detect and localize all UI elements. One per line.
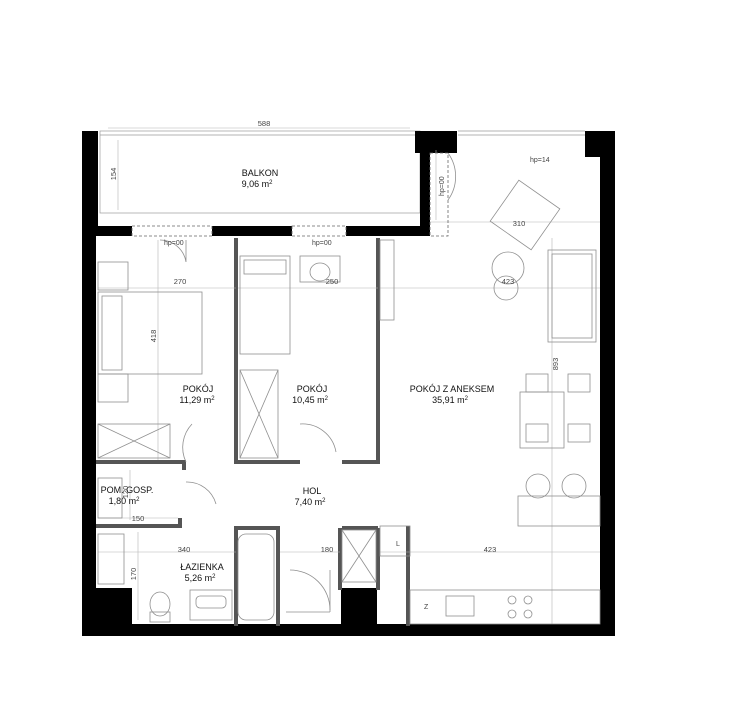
threshold-labels: hp=14 hp=00 hp=00 hp=00 (164, 157, 550, 247)
room-name: POM. GOSP. (101, 485, 154, 495)
room-area: 9,06 m2 (242, 179, 274, 189)
interior-walls (96, 238, 410, 626)
room-area: 11,29 m2 (179, 395, 215, 405)
room-label-lazienka: ŁAZIENKA 5,26 m2 (180, 562, 224, 583)
room-name: POKÓJ Z ANEKSEM (410, 384, 495, 394)
room-name: HOL (303, 486, 322, 496)
dim-423-top: 423 (502, 277, 515, 286)
room-label-pom-gosp: POM. GOSP. 1,80 m2 (101, 485, 154, 506)
dim-588: 588 (258, 119, 271, 128)
room-name: BALKON (242, 168, 279, 178)
l-symbol: L (396, 541, 400, 548)
dim-340: 340 (178, 545, 191, 554)
exterior-walls (82, 131, 615, 636)
symbols: L Z (396, 541, 429, 611)
room-name: ŁAZIENKA (180, 562, 224, 572)
dim-893: 893 (551, 358, 560, 371)
doors (131, 152, 457, 613)
dim-180: 180 (321, 545, 334, 554)
dim-310: 310 (513, 219, 526, 228)
room-label-hol: HOL 7,40 m2 (295, 486, 327, 507)
dim-270: 270 (174, 277, 187, 286)
room-label-pokoj-1: POKÓJ 11,29 m2 (179, 384, 215, 405)
room-area: 7,40 m2 (295, 497, 327, 507)
z-symbol: Z (424, 604, 429, 611)
threshold-hp00-balcony: hp=00 (439, 176, 446, 196)
dim-150: 150 (132, 514, 145, 523)
room-area: 35,91 m2 (432, 395, 469, 405)
room-name: POKÓJ (297, 384, 328, 394)
dim-418: 418 (149, 330, 158, 343)
dim-170: 170 (129, 568, 138, 581)
threshold-hp00-room2: hp=00 (312, 240, 332, 247)
room-area: 1,80 m2 (109, 496, 141, 506)
room-area: 5,26 m2 (185, 573, 217, 583)
dim-120: 120 (121, 486, 130, 499)
dimension-labels: 588 154 310 270 250 423 418 893 120 150 … (109, 119, 560, 580)
dim-423-bottom: 423 (484, 545, 497, 554)
room-label-pokoj-2: POKÓJ 10,45 m2 (292, 384, 329, 405)
threshold-hp00-room1: hp=00 (164, 240, 184, 247)
furniture (97, 179, 601, 625)
room-name: POKÓJ (183, 384, 214, 394)
dim-250: 250 (326, 277, 339, 286)
dim-154: 154 (109, 168, 118, 181)
balcony (99, 127, 585, 214)
room-label-balkon: BALKON 9,06 m2 (242, 168, 279, 189)
room-area: 10,45 m2 (292, 395, 329, 405)
threshold-hp14: hp=14 (530, 157, 550, 164)
room-label-aneks: POKÓJ Z ANEKSEM 35,91 m2 (410, 384, 495, 405)
